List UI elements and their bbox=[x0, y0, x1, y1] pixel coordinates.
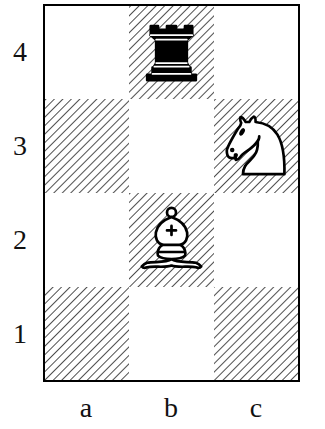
board-border bbox=[44, 5, 299, 381]
rank-label: 2 bbox=[13, 226, 27, 254]
white-knight bbox=[227, 117, 285, 175]
dark-square bbox=[44, 99, 129, 193]
black-rook bbox=[147, 26, 196, 80]
dark-square bbox=[129, 5, 214, 99]
file-label: a bbox=[80, 394, 92, 422]
rank-label: 3 bbox=[13, 132, 27, 160]
dark-squares bbox=[44, 5, 299, 381]
dark-square bbox=[214, 99, 299, 193]
dark-square bbox=[44, 287, 129, 381]
dark-square bbox=[214, 287, 299, 381]
dark-square bbox=[129, 193, 214, 287]
rank-label: 4 bbox=[13, 38, 27, 66]
file-label: c bbox=[250, 394, 262, 422]
white-bishop bbox=[142, 208, 201, 268]
rank-label: 1 bbox=[13, 320, 27, 348]
file-label: b bbox=[164, 394, 178, 422]
